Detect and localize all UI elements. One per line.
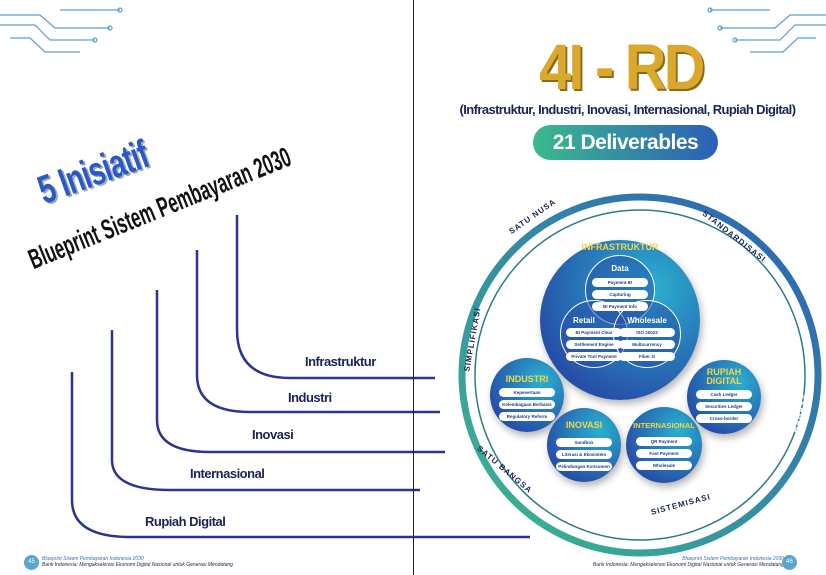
venn-data-title: Data bbox=[611, 264, 629, 273]
label-infrastruktur: Infrastruktur bbox=[305, 354, 376, 369]
label-industri: Industri bbox=[288, 390, 332, 405]
label-inovasi: Inovasi bbox=[252, 427, 294, 442]
deliverable-item: Cash Ledger bbox=[696, 390, 752, 399]
deliverable-item: Private Tool Payment bbox=[566, 352, 622, 361]
deliverable-item: Sandbox bbox=[556, 438, 612, 447]
heading-4i-rd: 4I - RD bbox=[539, 31, 705, 103]
page-number-left: 45 bbox=[24, 555, 39, 570]
label-rupiah-digital: Rupiah Digital bbox=[145, 514, 226, 529]
venn-wholesale: Wholesale ISO 20022 Multicurrency Fiber … bbox=[613, 300, 681, 368]
circuit-decoration-left bbox=[0, 7, 123, 53]
deliverable-item: Multicurrency bbox=[619, 340, 675, 349]
venn-retail-title: Retail bbox=[573, 316, 595, 325]
infrastruktur-title: INFRASTRUKTUR bbox=[581, 242, 659, 252]
deliverable-item: Cross-border bbox=[696, 414, 752, 423]
deliverable-item: BI Payment Info bbox=[592, 302, 648, 311]
industri-circle: INDUSTRI Kepesertaan Kelembagaan Berbasi… bbox=[490, 358, 564, 432]
rupiah-digital-circle: RUPIAH DIGITAL Cash Ledger Securities Le… bbox=[687, 360, 761, 434]
circuit-decoration-right bbox=[707, 7, 826, 53]
inner-ring bbox=[474, 209, 806, 541]
page-divider bbox=[413, 0, 414, 575]
deliverable-item: Kelembagaan Berbasis bbox=[499, 400, 555, 409]
deliverable-item: Securities Ledger bbox=[696, 402, 752, 411]
internasional-circle: INTERNASIONAL QR Payment Fast Payment Wh… bbox=[626, 407, 702, 483]
deliverable-item: Literasi & Ekosistem bbox=[556, 450, 612, 459]
label-internasional: Internasional bbox=[190, 466, 265, 481]
deliverables-pill: 21 Deliverables bbox=[533, 125, 718, 160]
internasional-title: INTERNASIONAL bbox=[633, 421, 695, 430]
deliverable-item: BI Payment Clear bbox=[566, 328, 622, 337]
infrastruktur-circle: INFRASTRUKTUR Data Payment ID Capturing … bbox=[540, 240, 700, 400]
heading-subtitle: (Infrastruktur, Industri, Inovasi, Inter… bbox=[459, 102, 796, 117]
footer-right-line2: Bank Indonesia: Mengakselerasi Ekonomi D… bbox=[593, 562, 784, 568]
outer-ring bbox=[458, 193, 822, 557]
footer-left: Blueprint Sistem Pembayaran Indonesia 20… bbox=[42, 556, 233, 568]
industri-title: INDUSTRI bbox=[505, 374, 549, 384]
footer-right: Blueprint Sistem Pembayaran Indonesia 20… bbox=[593, 556, 784, 568]
deliverable-item: Kepesertaan bbox=[499, 388, 555, 397]
inovasi-circle: INOVASI Sandbox Literasi & Ekosistem Pel… bbox=[547, 408, 621, 482]
rupiah-digital-title: RUPIAH DIGITAL bbox=[706, 367, 742, 386]
footer-left-line2: Bank Indonesia: Mengakselerasi Ekonomi D… bbox=[42, 562, 233, 568]
footer-right-line1: Blueprint Sistem Pembayaran Indonesia 20… bbox=[682, 556, 784, 562]
deliverable-item: Payment ID bbox=[592, 278, 648, 287]
venn-wholesale-title: Wholesale bbox=[627, 316, 667, 325]
deliverable-item: Fast Payment bbox=[636, 449, 692, 458]
page-number-right: 46 bbox=[782, 555, 797, 570]
deliverable-item: Fiber 3i bbox=[619, 352, 675, 361]
deliverable-item: Capturing bbox=[592, 290, 648, 299]
deliverable-item: QR Payment bbox=[636, 437, 692, 446]
deliverable-item: ISO 20022 bbox=[619, 328, 675, 337]
connector-lines bbox=[70, 215, 530, 539]
deliverable-item: Regulatory Reform bbox=[499, 412, 555, 421]
footer-left-line1: Blueprint Sistem Pembayaran Indonesia 20… bbox=[42, 556, 144, 562]
deliverable-item: Wholesale bbox=[636, 461, 692, 470]
venn-retail: Retail BI Payment Clear Settlement Engin… bbox=[560, 300, 628, 368]
deliverable-item: Settlement Engine bbox=[566, 340, 622, 349]
deliverable-item: Pelindungan Konsumen bbox=[556, 462, 612, 471]
inovasi-title: INOVASI bbox=[565, 420, 603, 430]
